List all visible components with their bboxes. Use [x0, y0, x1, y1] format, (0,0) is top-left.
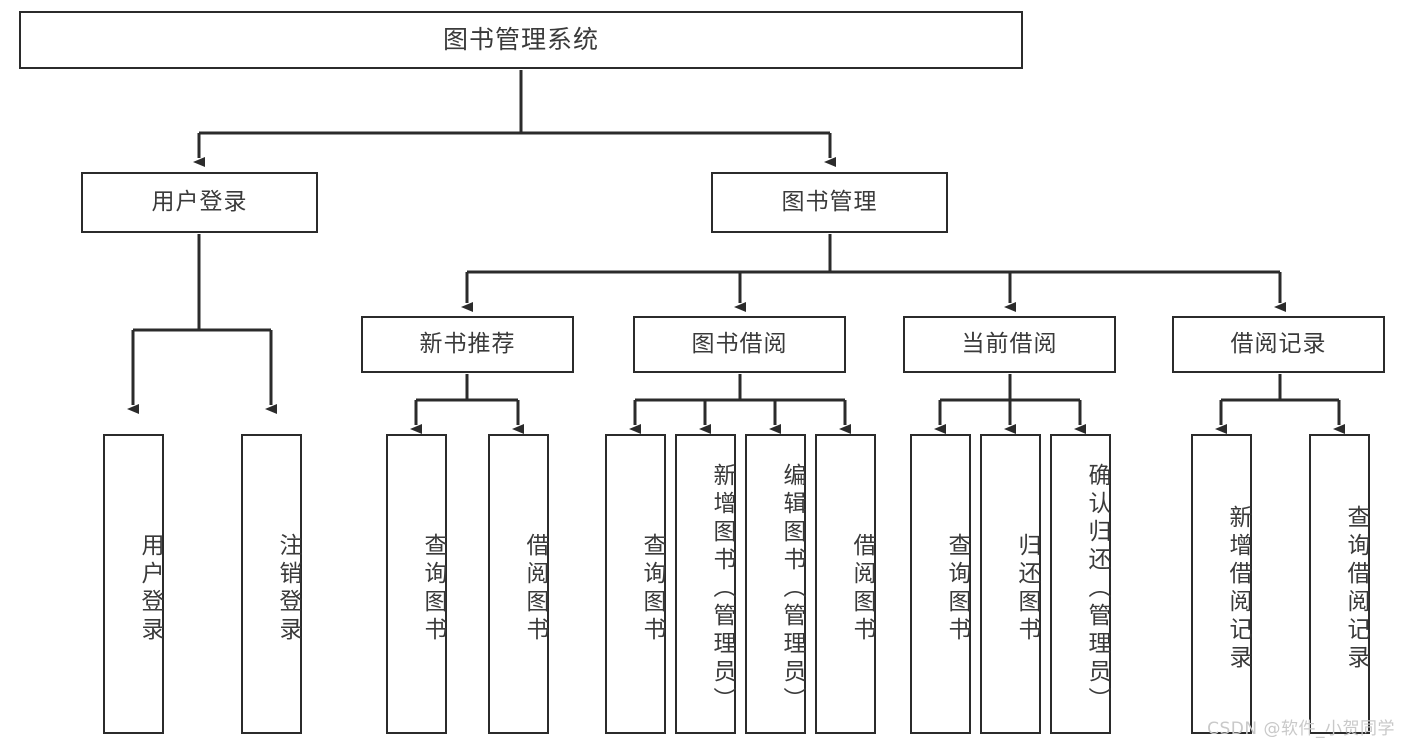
node-book-borrow-label: 图书借阅 [691, 330, 788, 357]
node-new-book-recommend[interactable]: 新书推荐 [361, 316, 574, 373]
csdn-watermark: CSDN @软件_小贺同学 [1207, 719, 1395, 739]
node-borrow-record[interactable]: 借阅记录 [1172, 316, 1385, 373]
leaf-user-login-login[interactable]: 用户登录 [103, 434, 164, 734]
leaf-current-query-book[interactable]: 查询图书 [910, 434, 971, 734]
node-book-management[interactable]: 图书管理 [711, 172, 948, 233]
leaf-label: 新增借阅记录 [1225, 505, 1251, 673]
leaf-borrow-add-book[interactable]: 新增图书（管理员） [675, 434, 736, 734]
leaf-label: 确认归还（管理员） [1084, 463, 1110, 715]
node-root-label: 图书管理系统 [442, 25, 599, 54]
leaf-label: 用户登录 [137, 533, 163, 645]
leaf-label: 注销登录 [275, 533, 301, 645]
leaf-label: 新增图书（管理员） [709, 463, 735, 715]
node-book-borrow[interactable]: 图书借阅 [633, 316, 846, 373]
node-current-borrow-label: 当前借阅 [961, 330, 1058, 357]
leaf-label: 归还图书 [1014, 533, 1040, 645]
leaf-label: 借阅图书 [849, 533, 875, 645]
leaf-borrow-query-book[interactable]: 查询图书 [605, 434, 666, 734]
leaf-current-confirm-return[interactable]: 确认归还（管理员） [1050, 434, 1111, 734]
node-user-login-label: 用户登录 [151, 188, 248, 215]
leaf-borrow-borrow-book[interactable]: 借阅图书 [815, 434, 876, 734]
leaf-user-login-logout[interactable]: 注销登录 [241, 434, 302, 734]
leaf-record-query-record[interactable]: 查询借阅记录 [1309, 434, 1370, 734]
node-new-book-recommend-label: 新书推荐 [419, 330, 516, 357]
node-borrow-record-label: 借阅记录 [1230, 330, 1327, 357]
leaf-label: 借阅图书 [522, 533, 548, 645]
leaf-new-book-query[interactable]: 查询图书 [386, 434, 447, 734]
node-user-login[interactable]: 用户登录 [81, 172, 318, 233]
leaf-label: 查询图书 [944, 533, 970, 645]
node-root[interactable]: 图书管理系统 [19, 11, 1023, 69]
node-current-borrow[interactable]: 当前借阅 [903, 316, 1116, 373]
leaf-current-return-book[interactable]: 归还图书 [980, 434, 1041, 734]
leaf-label: 查询图书 [420, 533, 446, 645]
leaf-borrow-edit-book[interactable]: 编辑图书（管理员） [745, 434, 806, 734]
node-book-management-label: 图书管理 [781, 188, 878, 215]
leaf-label: 查询图书 [639, 533, 665, 645]
leaf-new-book-borrow[interactable]: 借阅图书 [488, 434, 549, 734]
leaf-label: 查询借阅记录 [1343, 505, 1369, 673]
leaf-label: 编辑图书（管理员） [779, 463, 805, 715]
leaf-record-add-record[interactable]: 新增借阅记录 [1191, 434, 1252, 734]
